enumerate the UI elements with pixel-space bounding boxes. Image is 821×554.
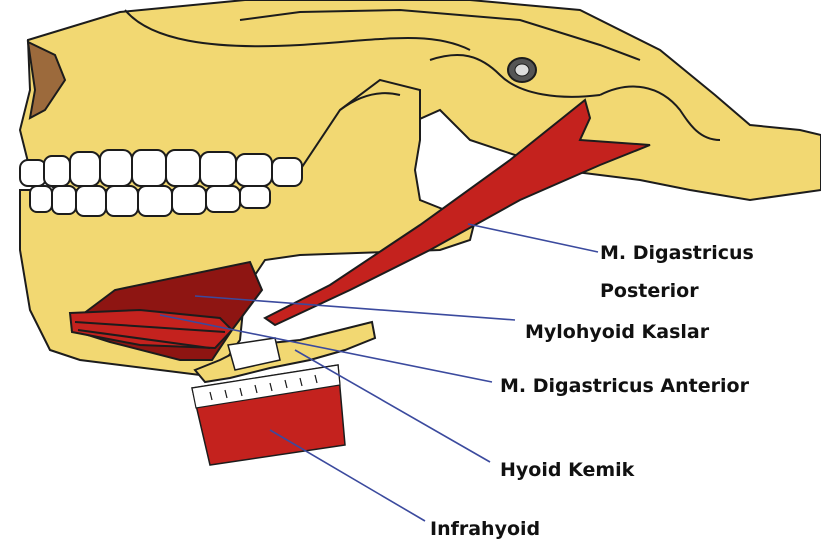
label-infrahyoid: Infrahyoid bbox=[430, 520, 540, 539]
leader-digastricus-posterior bbox=[468, 224, 598, 252]
lower-teeth bbox=[30, 186, 270, 216]
label-digastricus-anterior: M. Digastricus Anterior bbox=[500, 377, 749, 396]
label-hyoid: Hyoid Kemik bbox=[500, 461, 634, 480]
label-mylohyoid: Mylohyoid Kaslar bbox=[525, 323, 709, 342]
leader-infrahyoid bbox=[270, 430, 425, 521]
upper-teeth bbox=[20, 150, 302, 186]
ear-canal bbox=[515, 64, 529, 76]
label-digastricus-posterior-line1: M. Digastricus bbox=[600, 244, 754, 263]
label-digastricus-posterior-line2: Posterior bbox=[600, 282, 699, 301]
